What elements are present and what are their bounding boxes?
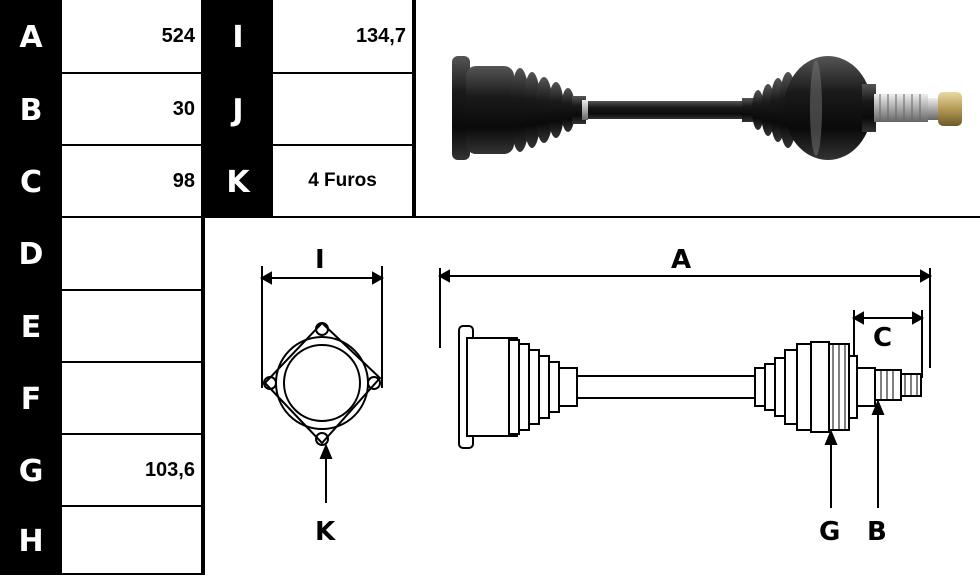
label-k: K (315, 517, 336, 547)
row-a-letter: A (0, 0, 62, 74)
dimension-c (851, 310, 925, 378)
product-photo (414, 0, 980, 218)
label-a: A (671, 245, 691, 275)
row-g-value: 103,6 (62, 435, 203, 507)
row-h-letter: H (0, 507, 62, 575)
row-d-value (62, 218, 203, 291)
label-c: C (873, 323, 892, 353)
row-j-value (273, 74, 414, 146)
row-c-value: 98 (62, 146, 203, 218)
row-f-letter: F (0, 363, 62, 435)
row-h-value (62, 507, 203, 575)
row-k-letter: K (203, 146, 273, 218)
row-b-letter: B (0, 74, 62, 146)
row-k-value: 4 Furos (273, 146, 414, 218)
row-i-value: 134,7 (273, 0, 414, 74)
row-g-letter: G (0, 435, 62, 507)
row-c-letter: C (0, 146, 62, 218)
dimension-diagram: I K A C (259, 245, 933, 547)
row-d-letter: D (0, 218, 62, 291)
row-j-letter: J (203, 74, 273, 146)
shaft-side-view (458, 325, 922, 449)
row-b-value: 30 (62, 74, 203, 146)
leader-b (871, 399, 885, 508)
technical-drawing: I K A C (203, 218, 980, 575)
label-b: B (867, 517, 887, 547)
row-e-value (62, 291, 203, 363)
row-f-value (62, 363, 203, 435)
label-g: G (819, 517, 840, 547)
flange-front-view (259, 266, 385, 503)
dimension-a (437, 268, 933, 368)
row-e-letter: E (0, 291, 62, 363)
label-i: I (315, 245, 325, 275)
row-i-letter: I (203, 0, 273, 74)
leader-g (824, 429, 838, 508)
drive-shaft-photo-illustration (452, 56, 962, 160)
row-a-value: 524 (62, 0, 203, 74)
